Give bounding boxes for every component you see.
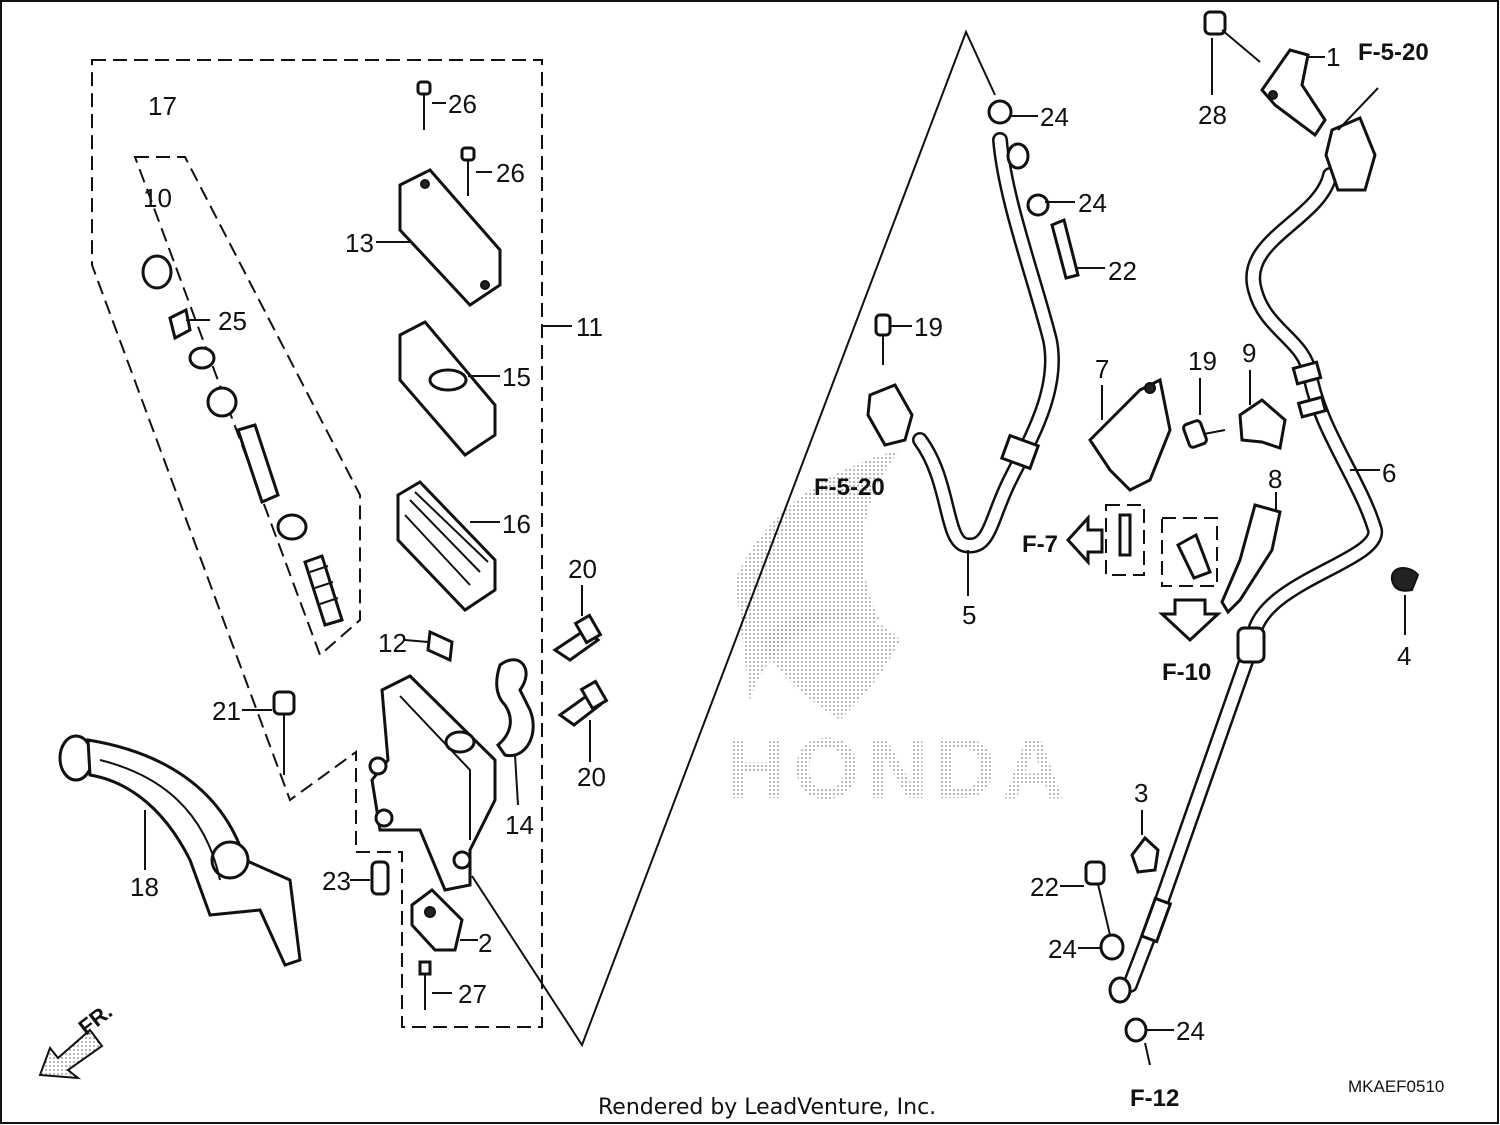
ref-f-7: F-7	[1022, 531, 1058, 558]
ref-f-12: F-12	[1130, 1085, 1179, 1112]
bolt-26-second	[460, 146, 492, 196]
honda-watermark: HONDA	[725, 450, 1070, 817]
callout-24-c: 24	[1048, 934, 1077, 964]
reference-labels: F-5-20 F-5-20 F-7 F-10 F-12	[814, 39, 1429, 1112]
callout-2: 2	[478, 928, 492, 958]
brake-hose-6	[1122, 87, 1383, 993]
reservoir-cap-13	[376, 168, 502, 307]
stay-8	[1220, 492, 1282, 615]
callout-7: 7	[1095, 354, 1109, 384]
callout-5: 5	[962, 600, 976, 630]
callout-24-b: 24	[1078, 188, 1107, 218]
washer-24-b	[1108, 976, 1132, 1004]
piston-kit-parts	[141, 254, 344, 627]
callout-15: 15	[502, 362, 531, 392]
bolt-28	[1203, 10, 1261, 95]
callout-11: 11	[576, 312, 603, 342]
ref-f-5-20-top: F-5-20	[1358, 39, 1429, 66]
brake-hose-5	[866, 99, 1105, 596]
callout-6: 6	[1382, 458, 1396, 488]
f10-reference-box	[1161, 517, 1218, 587]
piston-kit-outline	[133, 156, 361, 657]
bracket-7	[1088, 377, 1172, 576]
callout-16: 16	[502, 509, 531, 539]
pivot-bolt-21	[242, 690, 296, 775]
insulator-23	[350, 860, 390, 896]
callout-21: 21	[212, 696, 241, 726]
callout-8: 8	[1268, 464, 1282, 494]
clip-3	[1130, 810, 1160, 874]
diaphragm-plate-15	[398, 320, 500, 457]
callout-12: 12	[378, 628, 407, 658]
brake-switch-2	[410, 888, 478, 952]
callout-14: 14	[505, 810, 534, 840]
assembly-leader-line	[471, 29, 996, 1048]
clip-12	[404, 629, 454, 663]
callout-13: 13	[345, 228, 374, 258]
callout-20-upper: 20	[568, 554, 597, 584]
callout-labels: 1 2 3 4 5 6 7 8 9 10 11 12 13 14 15 16 1…	[130, 42, 1411, 1046]
callout-18: 18	[130, 872, 159, 902]
bolt-22-lower	[1060, 860, 1111, 936]
callout-26-a: 26	[448, 89, 477, 119]
bracket-1	[1260, 48, 1327, 138]
callout-23: 23	[322, 866, 351, 896]
callout-27: 27	[458, 979, 487, 1009]
ref-f-5-20-left: F-5-20	[814, 474, 885, 501]
holder-14	[495, 658, 535, 806]
watermark-text: HONDA	[725, 721, 1070, 817]
front-direction-label: FR.	[74, 998, 117, 1040]
callout-24-d: 24	[1176, 1016, 1205, 1046]
screw-27	[418, 960, 452, 1010]
callout-17: 17	[148, 91, 177, 121]
callout-22-upper: 22	[1108, 256, 1137, 286]
callout-26-b: 26	[496, 158, 525, 188]
washer-24-c	[1124, 1017, 1148, 1043]
callout-1: 1	[1326, 42, 1340, 72]
callout-9: 9	[1242, 338, 1256, 368]
bolt-19-right	[1182, 378, 1226, 449]
callout-19-right: 19	[1188, 346, 1217, 376]
clamp-9	[1238, 370, 1287, 450]
master-cylinder-assembly-outline	[91, 59, 543, 1028]
callout-20-lower: 20	[577, 762, 606, 792]
clip-4	[1390, 567, 1420, 592]
diaphragm-16	[396, 480, 500, 612]
callout-28: 28	[1198, 100, 1227, 130]
callout-22-lower: 22	[1030, 872, 1059, 902]
callout-4: 4	[1397, 641, 1411, 671]
master-cylinder-body	[368, 674, 497, 892]
callout-25: 25	[218, 306, 247, 336]
credit-text: Rendered by LeadVenture, Inc.	[598, 1095, 936, 1120]
bolt-20-upper	[552, 585, 603, 662]
callout-19-left: 19	[914, 312, 943, 342]
bolt-26-top	[416, 80, 446, 130]
bolt-20-lower	[557, 679, 609, 762]
arrow-f7	[1065, 514, 1104, 566]
brake-lever-18	[58, 734, 302, 967]
diagram-code: MKAEF0510	[1348, 1077, 1444, 1096]
arrow-f10	[1158, 598, 1222, 643]
front-direction-arrow	[38, 1028, 104, 1080]
callout-3: 3	[1134, 778, 1148, 808]
washer-24-a	[1099, 933, 1125, 961]
callout-24-a: 24	[1040, 102, 1069, 132]
callout-10: 10	[143, 183, 172, 213]
ref-f-10: F-10	[1162, 659, 1211, 686]
